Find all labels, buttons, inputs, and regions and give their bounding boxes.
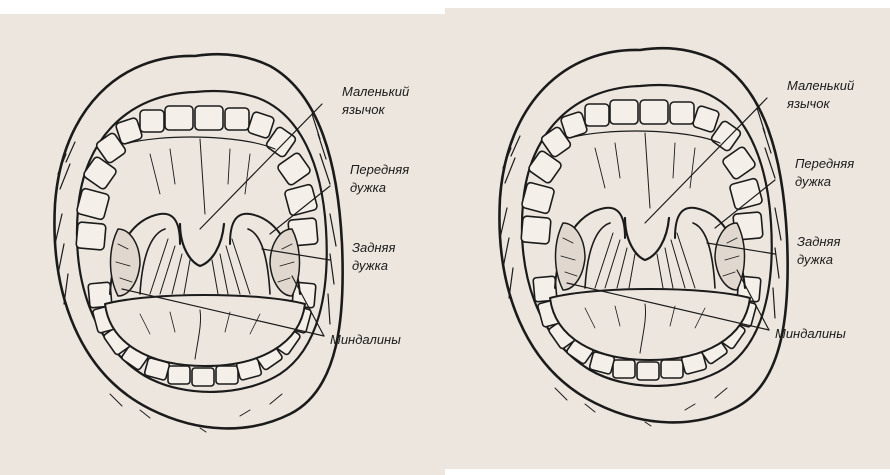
posterior-arch-left [585,223,610,288]
tonsil-right [715,223,745,290]
label-anterior-arch-line1: Передняя [795,156,854,171]
label-anterior-arch-line2: дужка [350,180,386,195]
uvula [180,224,224,266]
label-posterior-arch-line2: дужка [352,258,388,273]
palate-shading [150,149,250,194]
label-uvula-line2: язычок [341,102,386,117]
tonsil-right [270,229,300,296]
palate-midline [645,133,650,208]
label-uvula-line2: язычок [786,96,831,111]
mouth-diagram-right: Маленький язычок Передняя дужка Задняя д… [445,8,890,469]
label-posterior-arch-line1: Задняя [797,234,840,249]
palate-shading [595,143,695,188]
posterior-arch-left [140,229,165,294]
mouth-diagram-left: Маленький язычок Передняя дужка Задняя д… [0,14,445,475]
mouth-illustration: Маленький язычок Передняя дужка Задняя д… [445,8,890,469]
label-posterior-arch-line1: Задняя [352,240,395,255]
label-uvula-line1: Маленький [342,84,409,99]
uvula [625,218,669,260]
label-tonsils: Миндалины [330,332,401,347]
tonsil-left [556,223,586,290]
label-anterior-arch-line1: Передняя [350,162,409,177]
label-anterior-arch-line2: дужка [795,174,831,189]
tonsil-left [111,229,141,296]
label-tonsils: Миндалины [775,326,846,341]
posterior-arch-right [693,223,715,288]
label-uvula-line1: Маленький [787,78,854,93]
label-posterior-arch-line2: дужка [797,252,833,267]
posterior-arch-right [248,229,270,294]
mouth-illustration: Маленький язычок Передняя дужка Задняя д… [0,14,445,475]
palate-midline [200,139,205,214]
